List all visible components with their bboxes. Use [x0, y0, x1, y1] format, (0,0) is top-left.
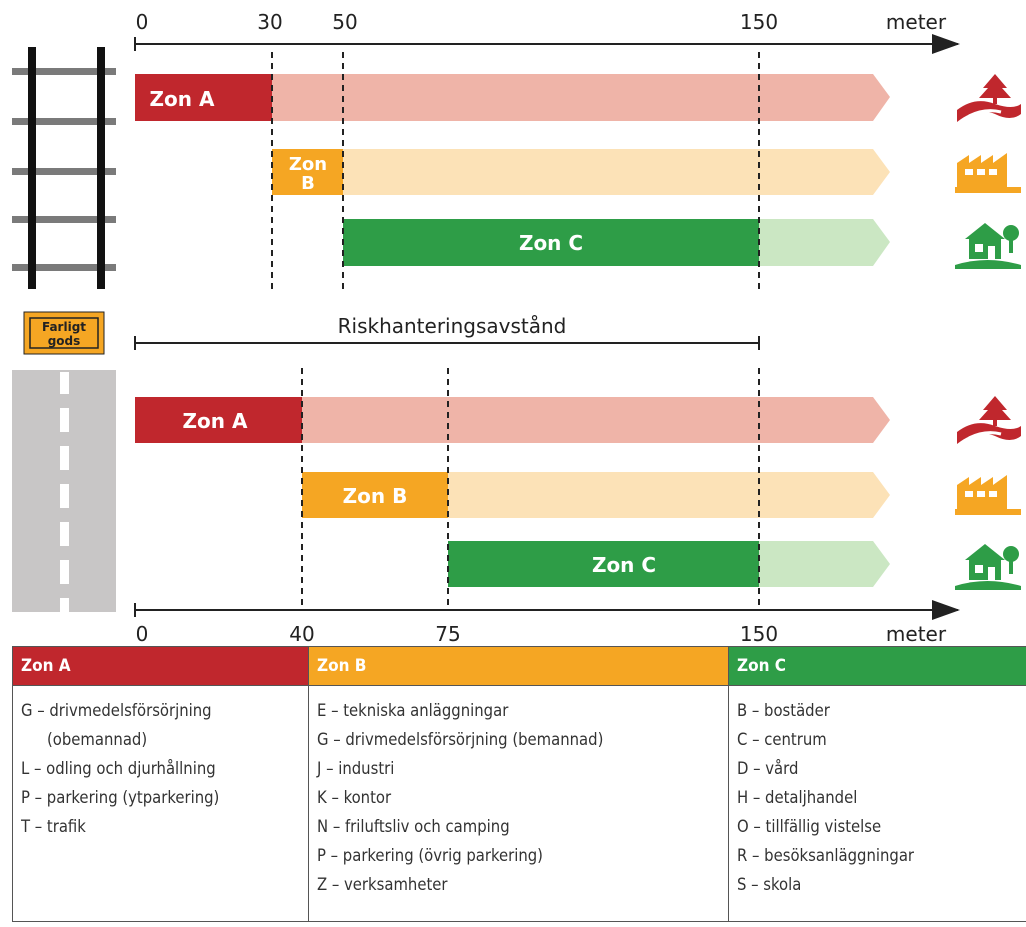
list-item: G – drivmedelsförsörjning (bemannad) [317, 730, 604, 749]
hazardous-goods-badge: Farligt gods [23, 311, 105, 355]
rail-zone-a-label: Zon A [150, 87, 215, 111]
road-zone-a-label: Zon A [183, 409, 248, 433]
zone-c-activities: B – bostäder C – centrum D – vård H – de… [728, 685, 1026, 922]
badge-line2: gods [48, 334, 81, 348]
list-item: T – trafik [21, 817, 86, 836]
list-item: S – skola [737, 875, 802, 894]
landscape-road-icon [957, 74, 1021, 122]
road-zone-c-label: Zon C [592, 553, 656, 577]
zone-a-activities: G – drivmedelsförsörjning (obemannad) L … [12, 685, 309, 922]
factory-icon [955, 475, 1021, 515]
table-header-zone-a: Zon A [12, 646, 309, 686]
zone-activities-table: Zon A Zon B Zon C G – drivmedelsförsörjn… [12, 646, 1026, 922]
factory-icon [955, 153, 1021, 193]
riskhantering-span [134, 336, 760, 350]
road-tick-150: 150 [740, 622, 778, 642]
road-zone-c-bar: Zon C [448, 541, 890, 587]
house-icon [955, 223, 1021, 269]
rail-tick-150: 150 [740, 10, 778, 34]
railway-track-icon [12, 47, 116, 289]
list-item: R – besöksanläggningar [737, 846, 915, 865]
list-item: L – odling och djurhållning [21, 759, 216, 778]
road-tick-75: 75 [435, 622, 460, 642]
rail-boundary-lines [271, 52, 760, 290]
road-icon [12, 370, 116, 612]
rail-tick-50: 50 [332, 10, 357, 34]
rail-zone-a-bar: Zon A [135, 74, 890, 121]
zone-b-activities: E – tekniska anläggningar G – drivmedels… [308, 685, 729, 922]
list-item: Z – verksamheter [317, 875, 448, 894]
rail-tick-30: 30 [257, 10, 282, 34]
rail-tick-0: 0 [136, 10, 149, 34]
list-item: E – tekniska anläggningar [317, 701, 509, 720]
list-item: N – friluftsliv och camping [317, 817, 510, 836]
rail-zone-b-label-1: Zon [289, 154, 327, 175]
rail-zone-c-bar: Zon C [343, 219, 890, 266]
table-header-zone-b: Zon B [308, 646, 729, 686]
list-item: H – detaljhandel [737, 788, 858, 807]
landscape-road-icon [957, 396, 1021, 444]
list-item: J – industri [317, 759, 395, 778]
rail-zone-b-label-2: B [301, 173, 315, 194]
road-boundary-lines [301, 368, 760, 606]
house-icon [955, 544, 1021, 590]
road-zone-b-label: Zon B [343, 484, 408, 508]
rail-axis-unit: meter [886, 10, 947, 34]
list-item: B – bostäder [737, 701, 830, 720]
rail-zone-c-label: Zon C [519, 231, 583, 255]
road-tick-40: 40 [289, 622, 314, 642]
list-item: P – parkering (övrig parkering) [317, 846, 543, 865]
table-header-zone-c: Zon C [728, 646, 1026, 686]
list-item: D – vård [737, 759, 799, 778]
zone-diagram: Farligt gods 0 30 50 150 meter Zon A Zon… [12, 10, 1021, 642]
list-item: (obemannad) [47, 730, 148, 749]
list-item: G – drivmedelsförsörjning [21, 701, 212, 720]
list-item: C – centrum [737, 730, 827, 749]
road-zone-a-bar: Zon A [135, 397, 890, 443]
list-item: K – kontor [317, 788, 392, 807]
list-item: P – parkering (ytparkering) [21, 788, 220, 807]
list-item: O – tillfällig vistelse [737, 817, 882, 836]
road-tick-0: 0 [136, 622, 149, 642]
road-axis-unit: meter [886, 622, 947, 642]
road-zone-b-bar: Zon B [302, 472, 890, 518]
badge-line1: Farligt [42, 320, 86, 334]
riskhantering-label: Riskhanteringsavstånd [338, 314, 567, 338]
rail-zone-b-bar: Zon B [272, 149, 890, 195]
